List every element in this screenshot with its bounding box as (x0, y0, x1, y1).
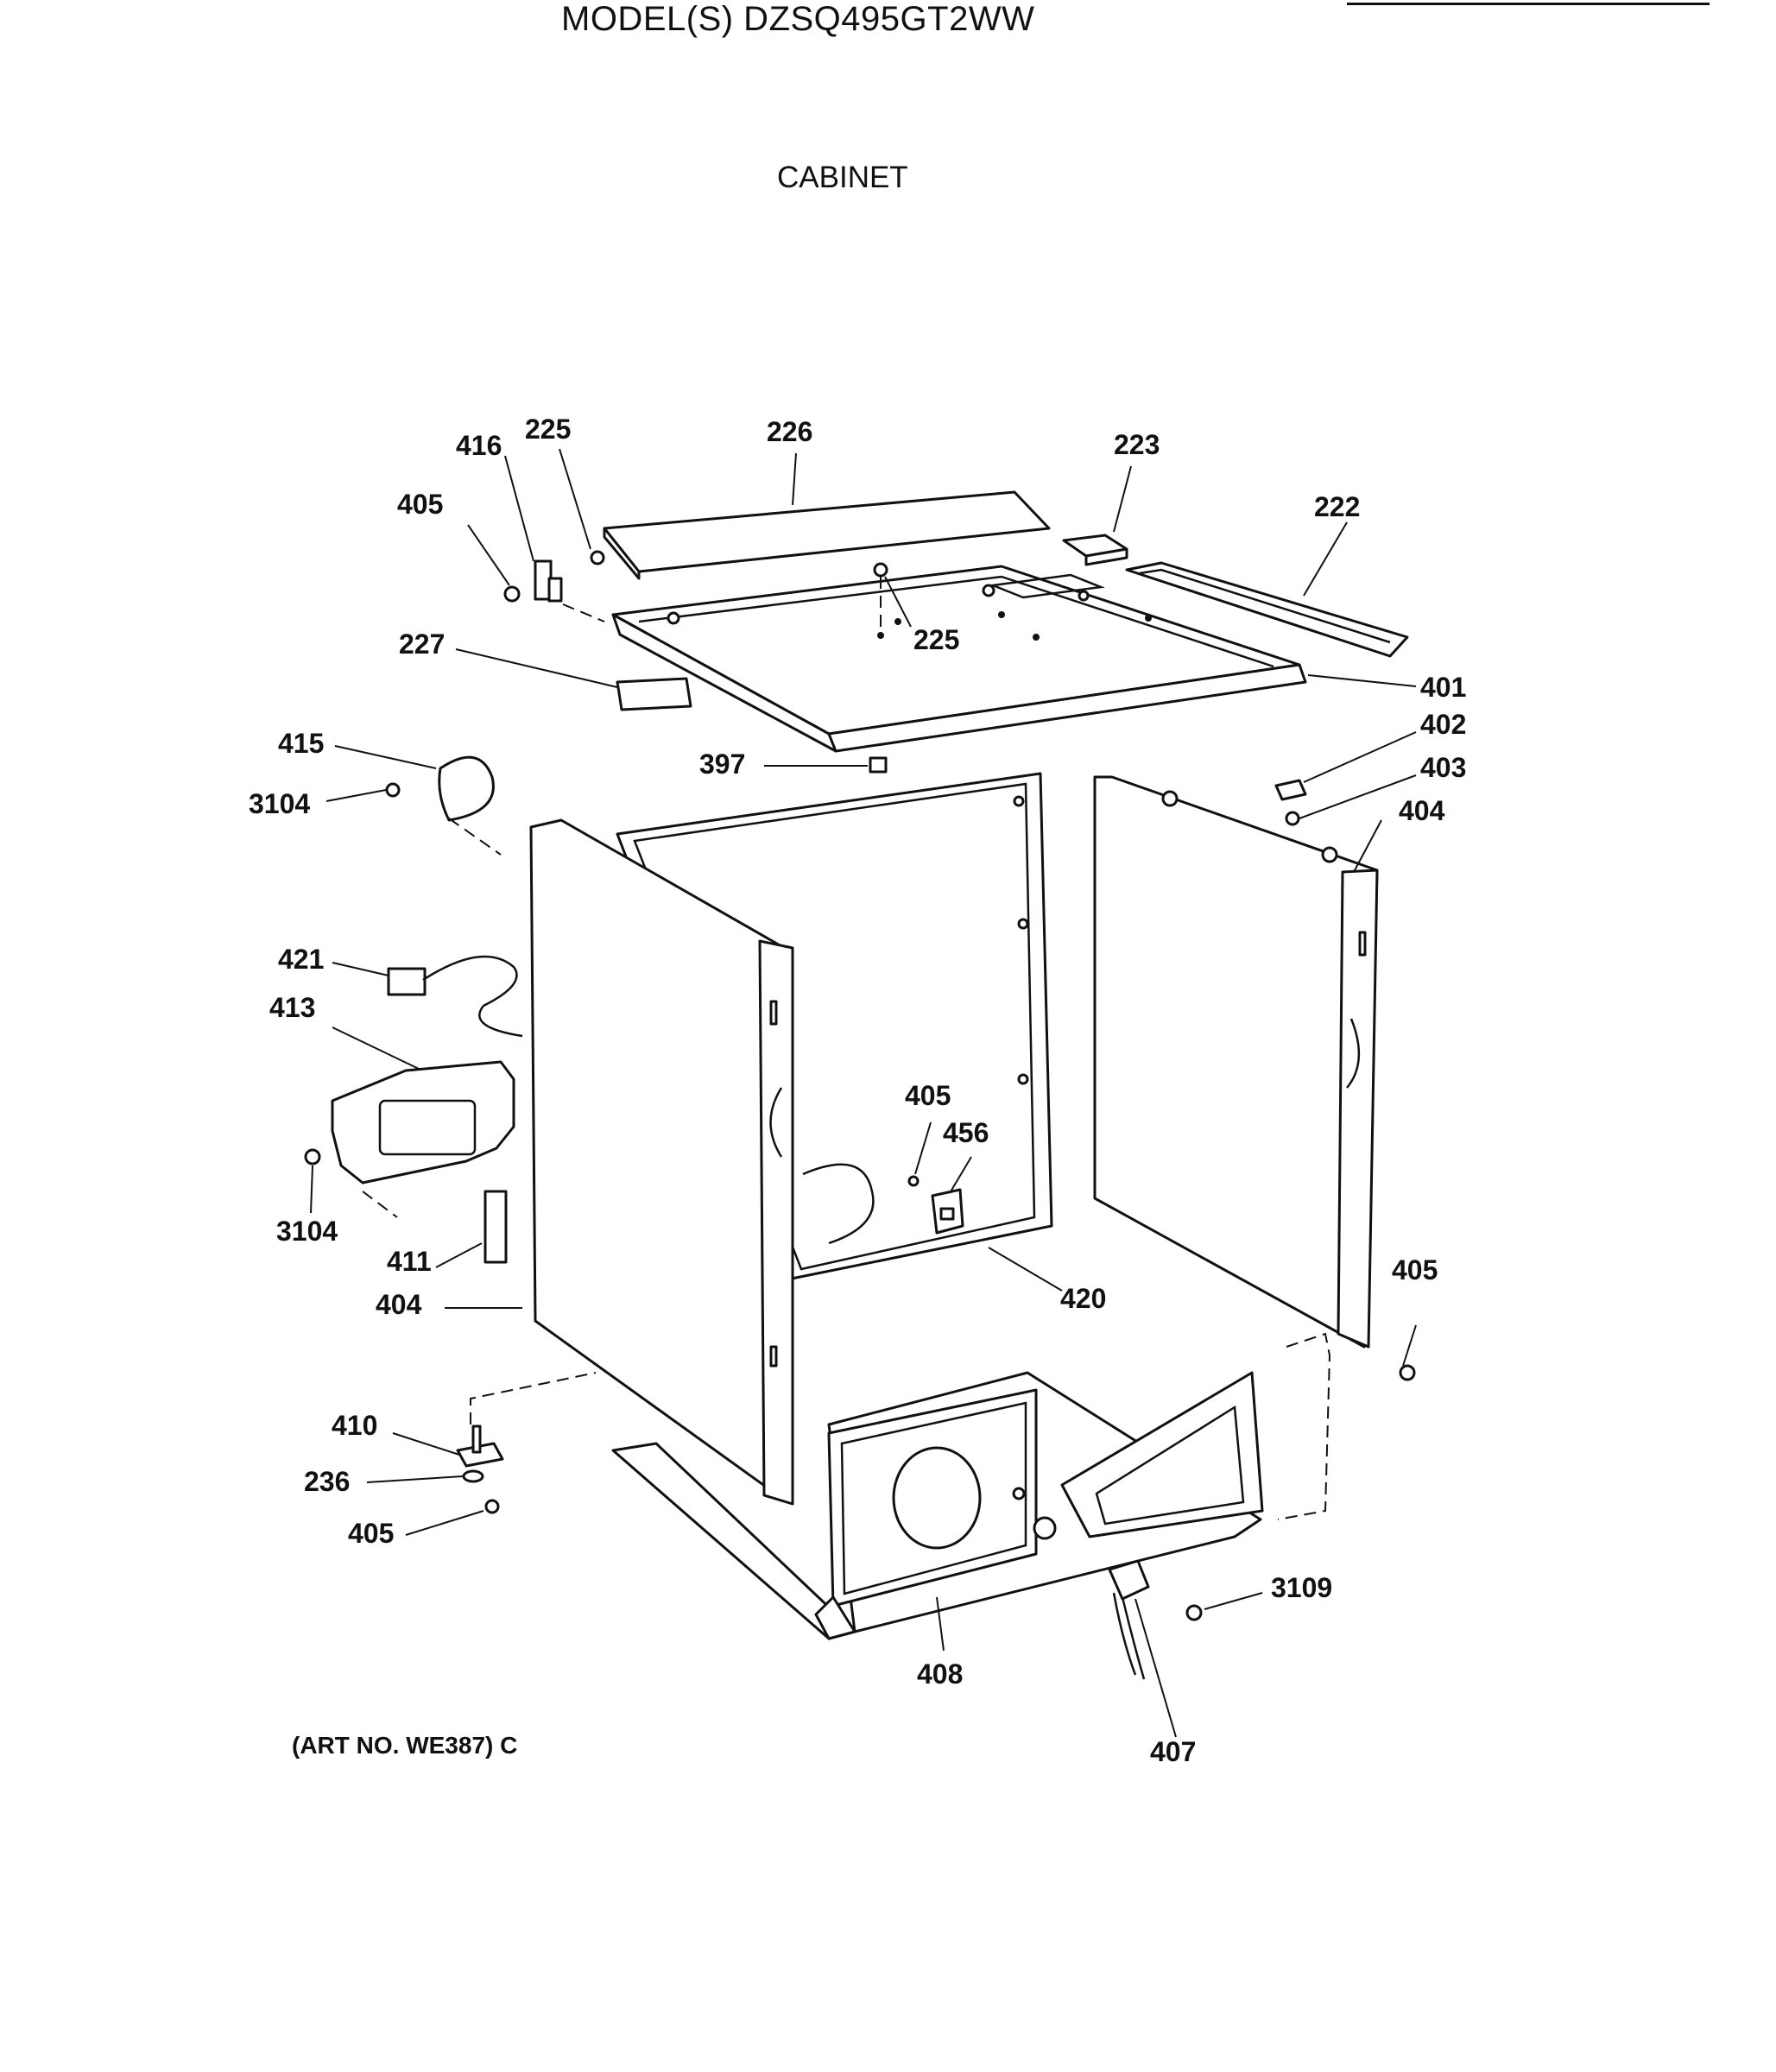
callout-3104-left: 3104 (276, 1216, 338, 1247)
part-223 (1062, 534, 1128, 566)
screw-3104-left (304, 1148, 321, 1166)
callout-223: 223 (1114, 429, 1160, 460)
callout-411: 411 (387, 1246, 432, 1277)
leader-lines (310, 448, 1417, 1738)
part-415 (438, 755, 495, 822)
part-right-side-panel (1093, 775, 1379, 1349)
screw-405-top (503, 585, 521, 603)
callout-401: 401 (1420, 672, 1466, 703)
part-left-side-panel (529, 818, 794, 1506)
part-base (611, 1371, 1264, 1640)
callout-421: 421 (278, 944, 324, 975)
part-407 (1108, 1559, 1150, 1680)
part-411 (484, 1190, 508, 1264)
part-226 (603, 490, 1051, 580)
callout-225-top: 225 (525, 414, 571, 445)
part-227 (616, 677, 692, 711)
callout-405-top: 405 (397, 489, 443, 520)
callout-408: 408 (917, 1658, 963, 1690)
dash-413 (362, 1191, 398, 1218)
part-410 (456, 1424, 504, 1483)
callout-404-right: 404 (1399, 795, 1445, 826)
callout-405-foot: 405 (348, 1518, 394, 1549)
screw-225-top (590, 550, 605, 565)
part-456 (931, 1188, 964, 1235)
screw-405-foot (484, 1499, 500, 1514)
callout-403: 403 (1420, 752, 1466, 783)
callout-3104-top: 3104 (249, 788, 310, 819)
callout-456: 456 (943, 1117, 989, 1148)
part-402 (1274, 779, 1307, 826)
callout-405-right: 405 (1392, 1254, 1438, 1286)
callout-402: 402 (1420, 709, 1466, 740)
part-416 (534, 559, 563, 603)
model-title: MODEL(S) DZSQ495GT2WW (561, 0, 1035, 38)
part-413 (331, 1060, 515, 1184)
header-rule (1347, 3, 1710, 5)
callout-226: 226 (767, 416, 812, 447)
callout-404-left: 404 (376, 1289, 422, 1320)
callout-222: 222 (1314, 491, 1360, 522)
screw-225-cover (873, 562, 888, 578)
callout-416: 416 (456, 430, 502, 461)
screw-3109 (1185, 1604, 1203, 1621)
screw-3104-top (385, 782, 401, 798)
part-421 (387, 955, 523, 1038)
callout-413: 413 (269, 992, 315, 1023)
art-number: (ART NO. WE387) C (292, 1732, 518, 1759)
part-222 (1125, 561, 1409, 658)
dash-410 (470, 1372, 597, 1424)
dash-right (1277, 1332, 1331, 1520)
callout-420: 420 (1060, 1283, 1106, 1314)
callout-410: 410 (332, 1410, 377, 1441)
dash-415 (448, 818, 502, 856)
section-title: CABINET (777, 161, 908, 194)
dash-416 (562, 603, 605, 622)
screw-405-rear (907, 1175, 920, 1187)
screw-405-right (1399, 1364, 1416, 1381)
callout-236: 236 (304, 1466, 350, 1497)
callout-407: 407 (1150, 1736, 1196, 1767)
callout-397: 397 (699, 749, 745, 780)
callout-405-rear: 405 (905, 1080, 951, 1111)
part-397 (869, 756, 888, 774)
part-top-cover (611, 565, 1307, 753)
callout-225-cover: 225 (913, 624, 959, 655)
callout-227: 227 (399, 629, 445, 660)
callout-3109: 3109 (1271, 1572, 1332, 1603)
callout-415: 415 (278, 728, 324, 759)
